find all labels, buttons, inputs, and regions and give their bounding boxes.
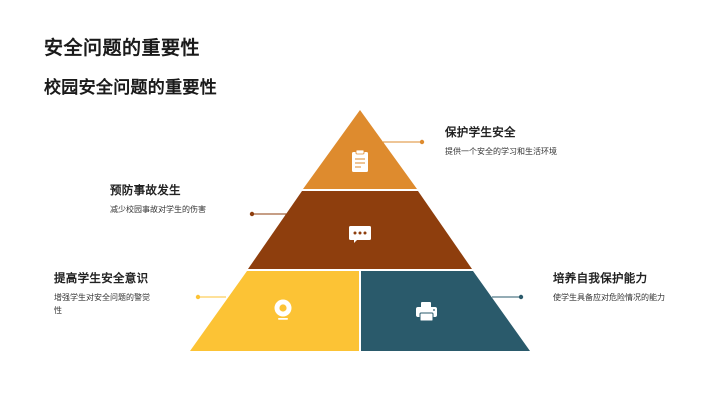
point-middle-description: 减少校园事故对学生的伤害 (110, 205, 206, 214)
point-bottom-right-description: 使学生具备应对危险情况的能力 (553, 293, 665, 302)
pyramid-tier-bottom-right (361, 271, 530, 351)
point-bottom-right: 培养自我保护能力 使学生具备应对危险情况的能力 (553, 270, 703, 304)
connector-bottom-right (492, 294, 524, 300)
pyramid-tier-bottom-left (190, 271, 359, 351)
clipboard-icon (352, 149, 368, 172)
point-bottom-left-description: 增强学生对安全问题的警觉性 (54, 293, 150, 315)
slide-subtitle: 校园安全问题的重要性 (44, 78, 217, 98)
point-middle-heading: 预防事故发生 (110, 183, 181, 197)
connector-top (383, 139, 425, 145)
point-bottom-left-heading: 提高学生安全意识 (54, 271, 149, 285)
printer-icon (416, 302, 437, 322)
pyramid-tier-top (303, 110, 417, 189)
point-bottom-right-heading: 培养自我保护能力 (553, 271, 648, 285)
connector-bottom-left (195, 294, 226, 300)
point-top-description: 提供一个安全的学习和生活环境 (445, 147, 557, 156)
point-middle: 预防事故发生 减少校园事故对学生的伤害 (110, 182, 260, 216)
webcam-icon (274, 299, 292, 320)
connector-middle (249, 211, 288, 217)
slide-title: 安全问题的重要性 (44, 37, 201, 59)
point-bottom-left: 提高学生安全意识 增强学生对安全问题的警觉性 (54, 270, 204, 317)
chat-bubble-icon (349, 226, 371, 243)
point-top-heading: 保护学生安全 (445, 125, 516, 139)
point-top: 保护学生安全 提供一个安全的学习和生活环境 (445, 124, 595, 158)
